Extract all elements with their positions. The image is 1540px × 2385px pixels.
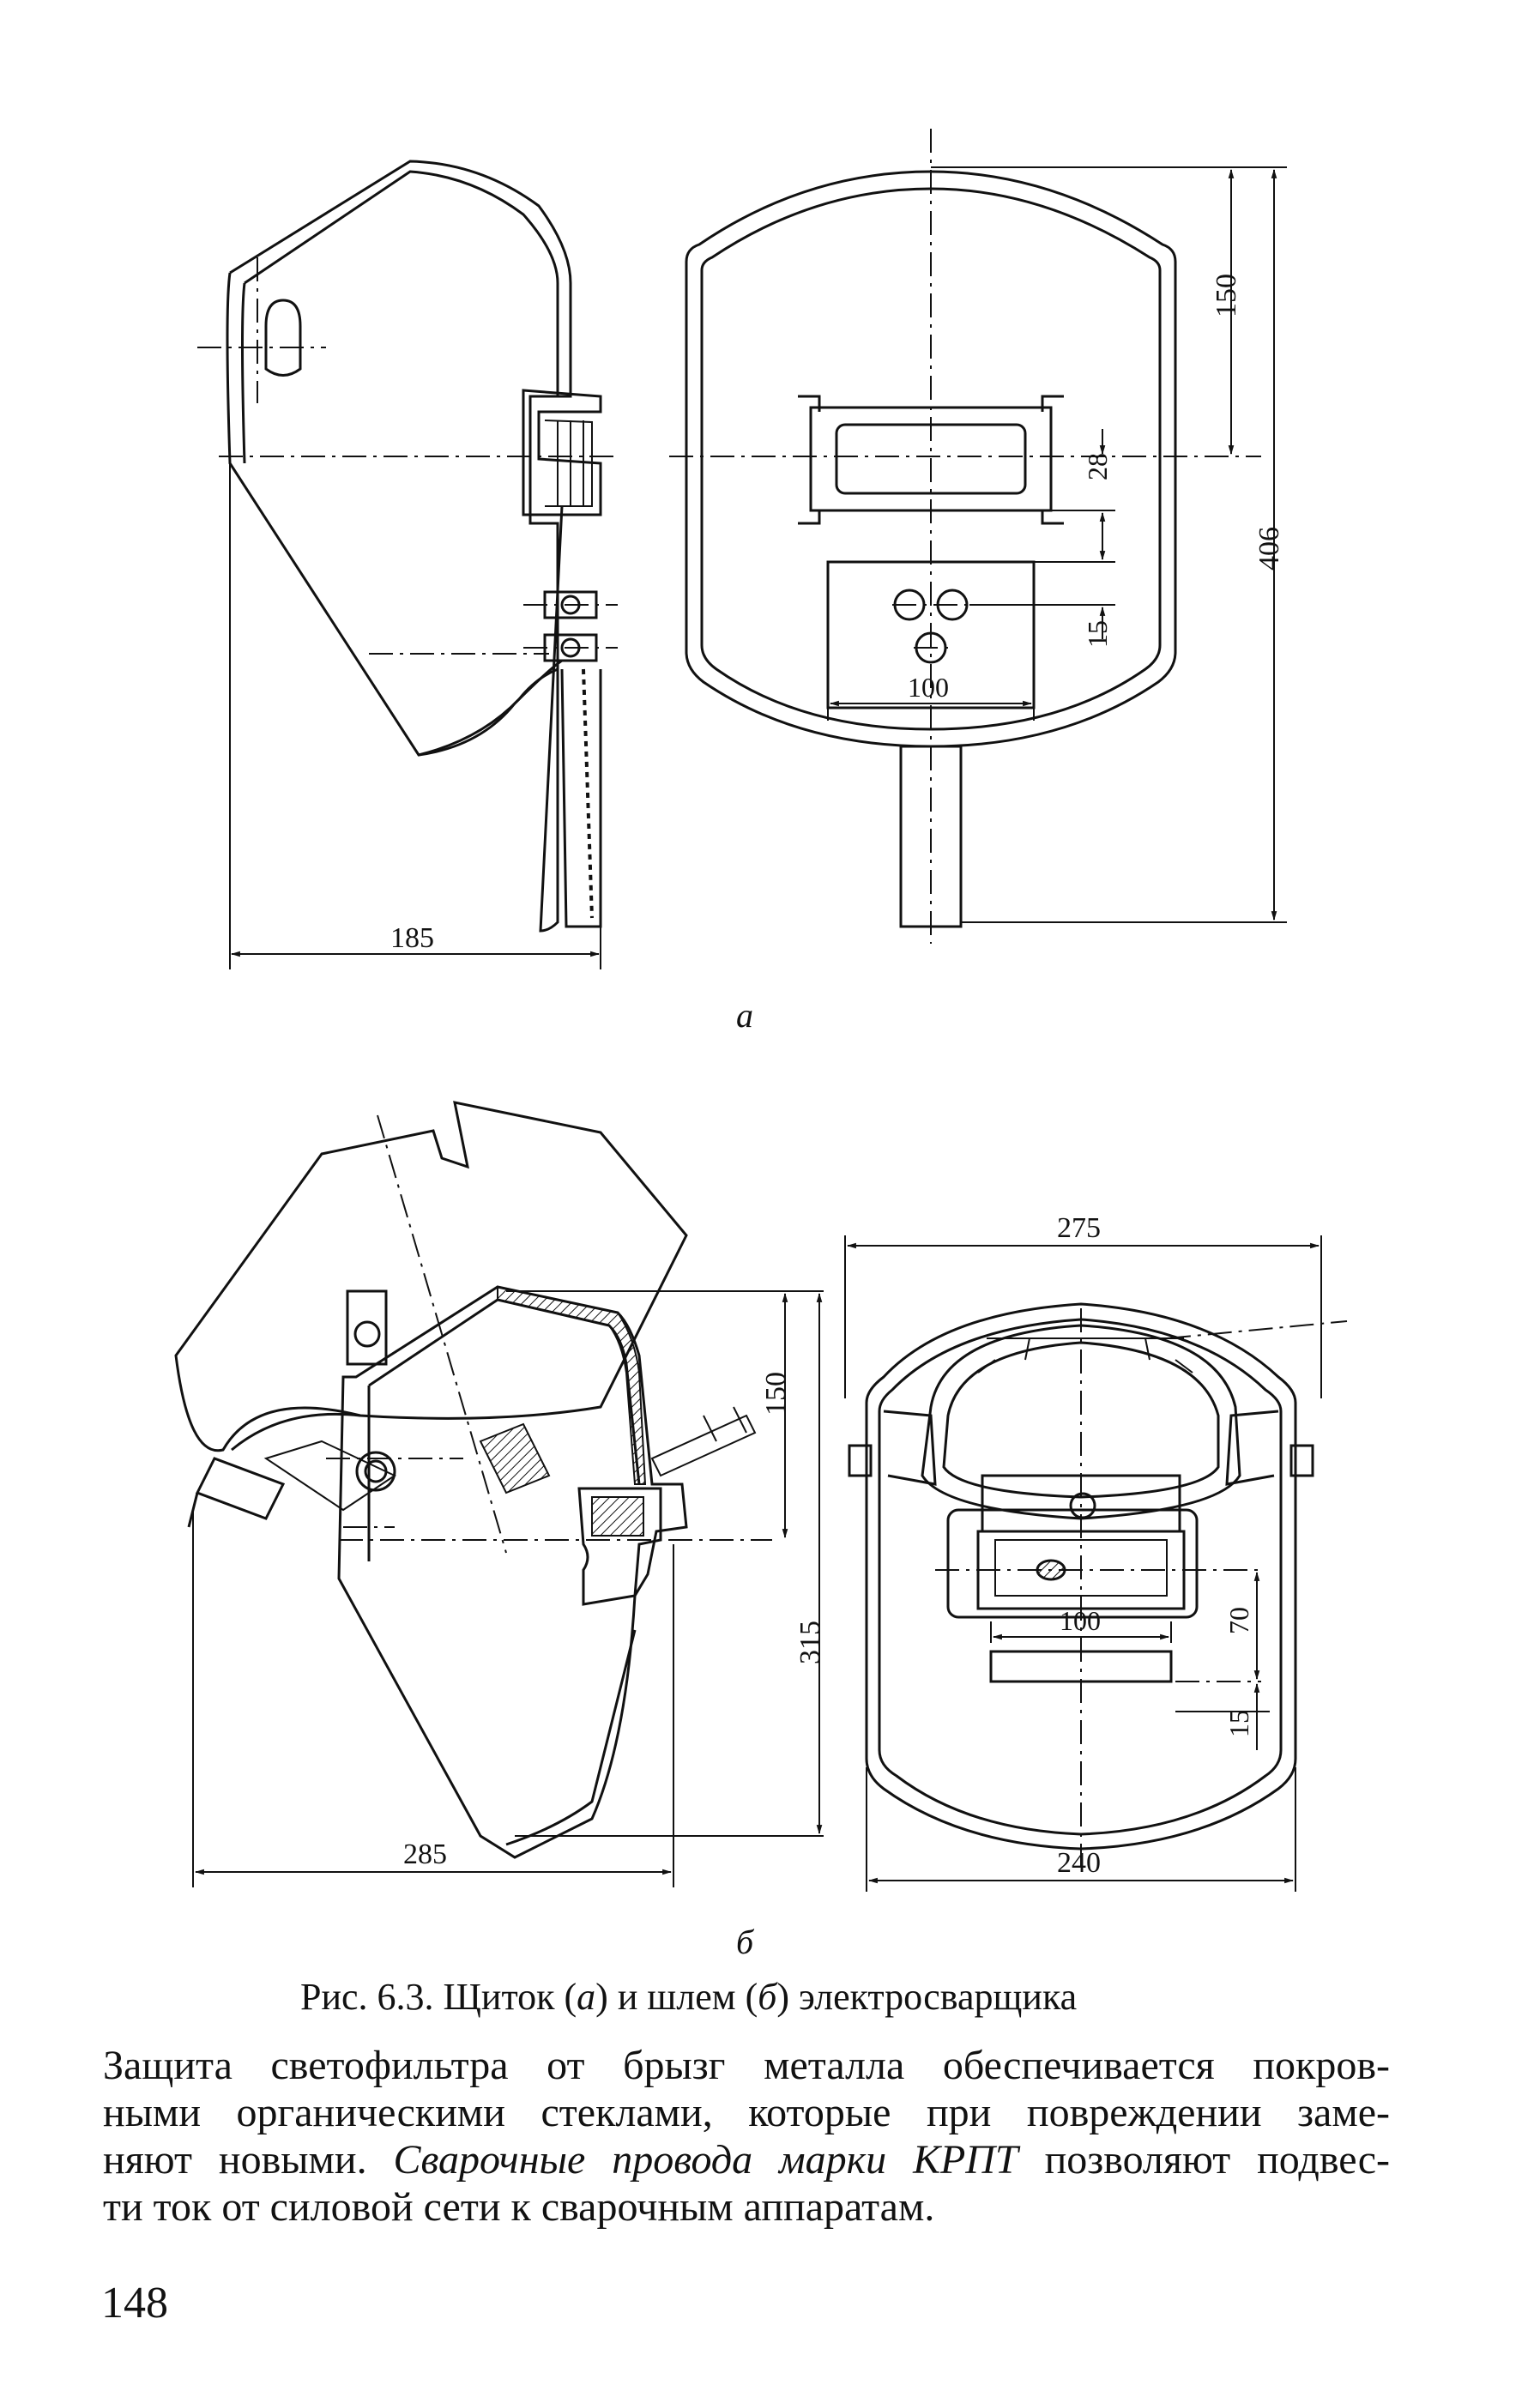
helmet-front-axes [935,1308,1348,1875]
dim-100-b: 100 [1060,1605,1101,1636]
body-line-2: ными органическими стеклами, которые при… [103,2090,1390,2135]
caption-a: а [577,1976,596,2018]
shield-side-axes [197,257,618,655]
caption-middle: ) и шлем ( [595,1976,758,2018]
dim-150-a: 150 [1211,274,1242,317]
dim-315: 315 [794,1621,826,1664]
dim-240: 240 [1057,1847,1101,1879]
dim-185: 185 [390,922,434,954]
body-line-3-end: позволяют подвес- [1018,2137,1391,2183]
body-paragraph: Защита светофильтра от брызг металла обе… [103,2042,1390,2231]
helmet-side-axes [326,1114,772,1554]
shield-front-dims [827,166,1287,923]
page-number: 148 [101,2279,168,2328]
body-line-3-start: няют новыми. [103,2137,394,2183]
shield-side-dim-185 [229,463,601,969]
shield-side-view [226,160,602,933]
caption-suffix: ) электросварщика [776,1976,1078,2018]
helmet-front-dims [844,1235,1322,1892]
dim-70: 70 [1223,1607,1254,1634]
dim-100-a: 100 [908,672,949,703]
dim-406: 406 [1253,527,1285,571]
body-line-3-italic: Сварочные провода марки КРПТ [393,2137,1018,2183]
caption-prefix: Рис. 6.3. Щиток ( [300,1976,577,2018]
dim-150-b: 150 [760,1372,792,1416]
helmet-side-view [174,1101,757,1859]
dim-15-b: 15 [1223,1710,1254,1737]
dim-15-a: 15 [1082,620,1113,648]
caption-b: б [758,1976,777,2018]
dim-275: 275 [1057,1212,1101,1244]
shield-front-axes [669,129,1261,944]
figure-caption: Рис. 6.3. Щиток (а) и шлем (б) электросв… [300,1975,1077,2019]
panel-a-label: а [736,996,753,1035]
dim-28: 28 [1082,453,1113,480]
body-line-3: няют новыми. Сварочные провода марки КРП… [103,2136,1390,2183]
body-line-1: Защита светофильтра от брызг металла обе… [103,2043,1390,2088]
helmet-side-dims [192,1290,824,1887]
body-line-4: ти ток от силовой сети к сварочным аппар… [103,2184,935,2230]
panel-b-label: б [736,1923,754,1961]
dim-285: 285 [403,1839,447,1870]
